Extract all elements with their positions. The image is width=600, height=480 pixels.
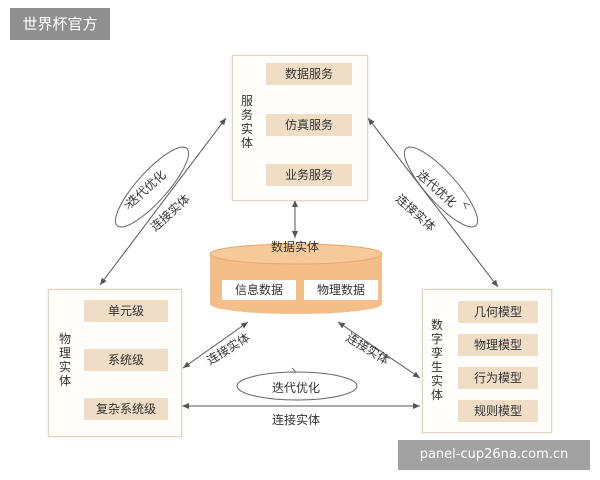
connector-center-left [182, 321, 249, 369]
iterate-loop-left [114, 146, 190, 228]
iterate-loop-right [403, 146, 479, 228]
service-entity-title: 服务实体 [240, 94, 253, 150]
watermark-badge: 世界杯官方 [10, 8, 110, 40]
twin-item-physics: 物理模型 [458, 334, 538, 356]
watermark-url: panel-cup26na.com.cn [398, 440, 590, 470]
connector-left-diagonal [99, 117, 227, 286]
twin-item-rules: 规则模型 [458, 400, 538, 422]
iterate-loop-bottom [236, 371, 358, 401]
bottom-connect-label: 连接实体 [272, 413, 321, 427]
bottom-iterate-label: 迭代优化 [272, 381, 321, 395]
twin-item-geometry: 几何模型 [458, 301, 538, 323]
physical-item-unit: 单元级 [84, 300, 168, 322]
connector-right-diagonal [367, 117, 499, 288]
twin-item-behavior: 行为模型 [458, 367, 538, 389]
service-item-data: 数据服务 [266, 63, 352, 85]
connector-center-right [337, 321, 421, 379]
service-item-business: 业务服务 [266, 164, 352, 186]
data-entity-title: 数据实体 [271, 240, 320, 254]
physical-item-system: 系统级 [84, 349, 168, 371]
data-entity-item-physical: 物理数据 [304, 280, 378, 300]
service-item-simulation: 仿真服务 [266, 114, 352, 136]
twin-entity-title: 数字孪生实体 [430, 318, 443, 402]
physical-item-complex-system: 复杂系统级 [84, 398, 168, 420]
data-entity-item-info: 信息数据 [222, 280, 296, 300]
physical-entity-title: 物理实体 [58, 332, 71, 388]
